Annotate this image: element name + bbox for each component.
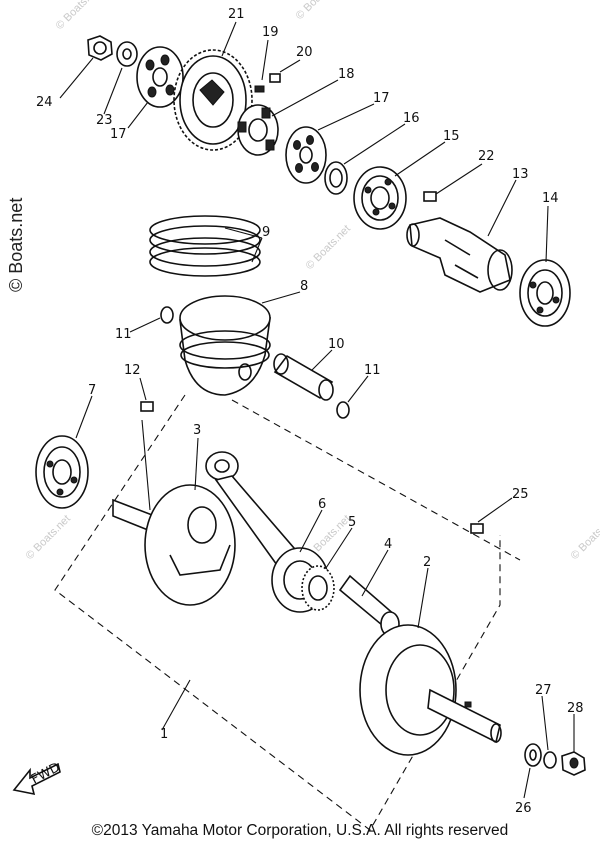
callout-24: 24 (36, 95, 53, 110)
part-23-washer (116, 41, 138, 67)
part-15-bearing (353, 166, 407, 230)
callout-22: 22 (478, 149, 495, 164)
part-14-bearing (519, 259, 571, 327)
callout-11a: 11 (115, 327, 132, 342)
callout-14: 14 (542, 191, 559, 206)
watermark-faint-1: © Boats.net (54, 0, 103, 32)
fwd-label: FWD (29, 760, 63, 787)
callout-7: 7 (88, 383, 96, 398)
part-24-nut (87, 35, 113, 61)
callout-17a: 17 (110, 127, 127, 142)
part-6-connecting-rod (205, 451, 329, 613)
callout-25: 25 (512, 487, 529, 502)
part-9-piston-rings (149, 215, 261, 277)
part-8-piston (179, 295, 271, 396)
callout-1: 1 (160, 727, 168, 742)
callout-17b: 17 (373, 91, 390, 106)
part-5-needle-bearing (301, 565, 335, 611)
callout-21: 21 (228, 7, 245, 22)
callout-26: 26 (515, 801, 532, 816)
callout-5: 5 (348, 515, 356, 530)
part-11-clip-right (336, 401, 350, 419)
part-19-pin (254, 85, 265, 93)
callout-19: 19 (262, 25, 279, 40)
callout-3: 3 (193, 423, 201, 438)
watermark-faint-6: © Boats.net (294, 0, 343, 22)
callout-15: 15 (443, 129, 460, 144)
part-18-hub (237, 104, 279, 156)
watermark-faint-5: © Boats.net (569, 513, 600, 562)
watermark-faint-2: © Boats.net (304, 223, 353, 272)
part-17-plate-left (136, 46, 184, 108)
watermark-faint-4: © Boats.net (24, 513, 73, 562)
part-20-spring (269, 73, 281, 83)
part-21-primary-gear (173, 49, 253, 151)
fwd-arrow-icon: FWD (12, 760, 63, 796)
callout-13: 13 (512, 167, 529, 182)
part-12-woodruff-key (140, 401, 154, 412)
part-16-shim (324, 161, 348, 195)
callout-10: 10 (328, 337, 345, 352)
callout-6: 6 (318, 497, 326, 512)
copyright-notice: ©2013 Yamaha Motor Corporation, U.S.A. A… (91, 822, 509, 839)
part-13-crankshaft-right (406, 217, 513, 293)
part-4-crank-pin (338, 574, 400, 637)
callout-11b: 11 (364, 363, 381, 378)
callout-23: 23 (96, 113, 113, 128)
part-2-crank-right (359, 624, 502, 756)
part-11-clip-left (160, 306, 174, 324)
callout-9: 9 (262, 225, 270, 240)
part-22-woodruff-key (423, 191, 437, 202)
callout-20: 20 (296, 45, 313, 60)
part-27-lock-washer (543, 751, 557, 769)
callout-16: 16 (403, 111, 420, 126)
part-10-piston-pin (273, 353, 334, 401)
callout-4: 4 (384, 537, 392, 552)
callout-27: 27 (535, 683, 552, 698)
part-3-crank-left (112, 484, 236, 606)
callout-18: 18 (338, 67, 355, 82)
part-17-plate-right (285, 126, 327, 184)
leader-lines (59, 21, 575, 799)
callout-28: 28 (567, 701, 584, 716)
assembly-boundary (54, 394, 521, 831)
callout-12: 12 (124, 363, 141, 378)
callout-2: 2 (423, 555, 431, 570)
part-28-nut (561, 751, 586, 776)
callout-8: 8 (300, 279, 308, 294)
part-25-woodruff-key (470, 523, 484, 534)
part-7-bearing (35, 435, 89, 509)
part-26-washer (524, 743, 542, 767)
watermark-side: © Boats.net (6, 198, 26, 292)
